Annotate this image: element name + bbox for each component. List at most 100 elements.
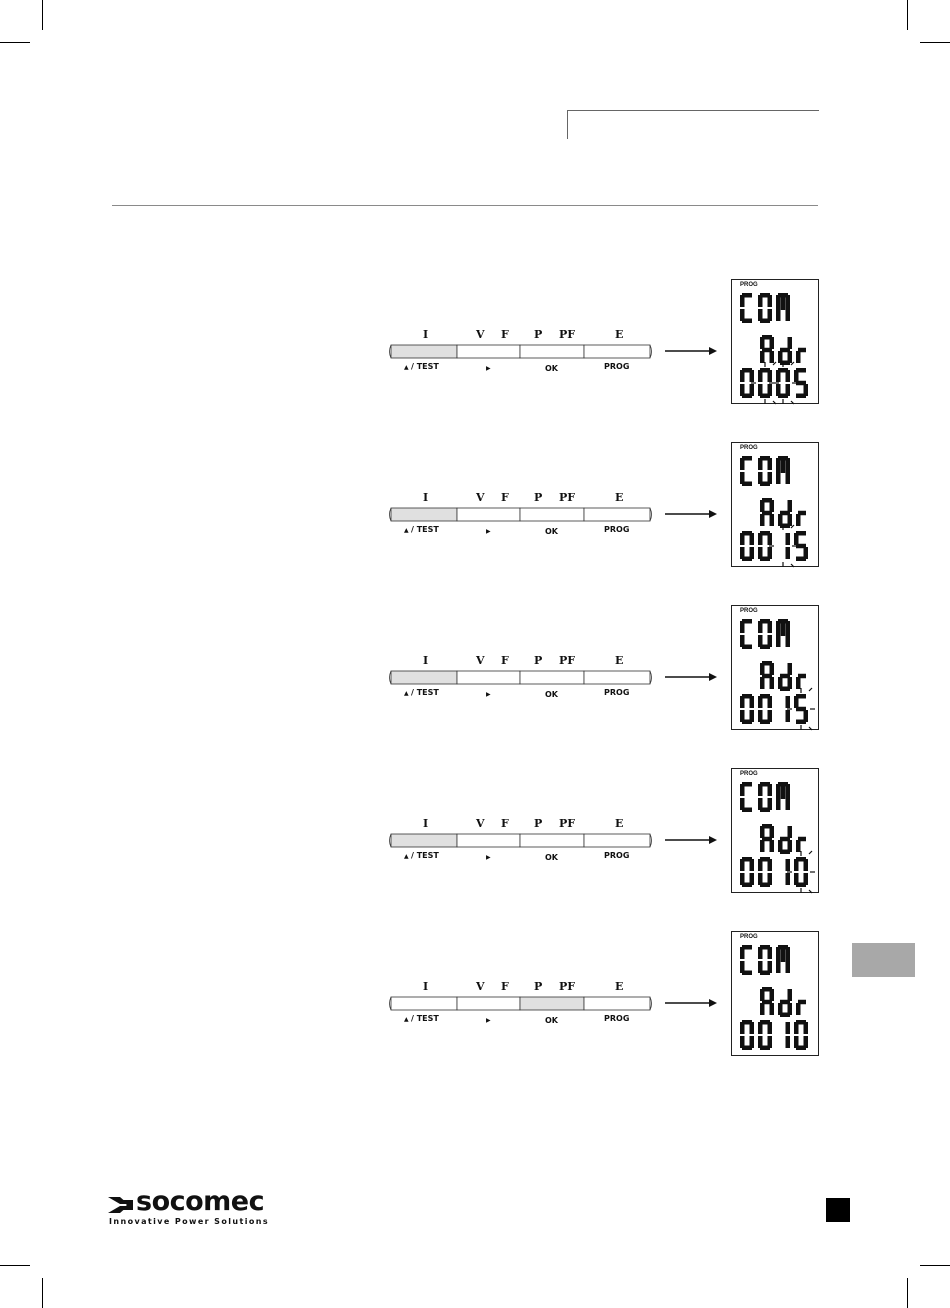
crop-mark (907, 1278, 908, 1308)
keypad-key[interactable] (391, 345, 457, 358)
triangle-right-icon: ▶ (486, 854, 491, 861)
keypad-panel: IVFPPFE▲/ TESTOKPROG▶ (388, 977, 653, 1047)
lcd-segment (770, 989, 775, 1001)
lcd-segment (786, 1036, 791, 1048)
keypad-bar (388, 996, 653, 1012)
lcd-display: PROG (731, 931, 819, 1056)
lcd-segment (796, 677, 801, 689)
lcd-segment (770, 351, 775, 363)
lcd-digits (732, 280, 820, 405)
key-top-label: I (423, 328, 428, 341)
lcd-segment (796, 514, 801, 526)
lcd-segment (760, 663, 765, 675)
keypad-key[interactable] (457, 671, 520, 684)
section-rule (112, 205, 818, 206)
lcd-segment (768, 621, 773, 633)
keypad-key[interactable] (391, 671, 457, 684)
key-top-label: V (476, 654, 485, 667)
keypad-panel: IVFPPFE▲/ TESTOKPROG▶ (388, 814, 653, 884)
lcd-segment (798, 837, 806, 842)
key-top-label: P (534, 980, 542, 993)
lcd-segment (781, 947, 786, 962)
keypad-key[interactable] (520, 671, 584, 684)
lcd-segment (768, 859, 773, 871)
lcd-segment (768, 696, 773, 708)
triangle-up-icon: ▲ (404, 853, 409, 860)
lcd-segment (750, 533, 755, 545)
lcd-segment (770, 826, 775, 838)
lcd-segment (740, 873, 745, 885)
blink-mark (809, 851, 812, 854)
lcd-segment (760, 989, 765, 1001)
lcd-segment (786, 1022, 791, 1034)
triangle-right-icon: ▶ (486, 528, 491, 535)
lcd-segment (758, 1022, 763, 1034)
lcd-segment (804, 1022, 809, 1034)
lcd-segment (794, 859, 799, 871)
lcd-segment (760, 826, 765, 838)
key-bottom-label: PROG (604, 525, 629, 534)
chapter-tab (852, 943, 915, 977)
keypad-key[interactable] (584, 997, 650, 1010)
lcd-segment (781, 458, 786, 473)
lcd-segment (762, 1000, 772, 1005)
lcd-segment (770, 677, 775, 689)
keypad-key[interactable] (584, 345, 650, 358)
lcd-segment (794, 1022, 799, 1034)
lcd-segment (758, 961, 763, 973)
key-top-label: I (423, 980, 428, 993)
keypad-key[interactable] (457, 997, 520, 1010)
lcd-segment (758, 947, 763, 959)
triangle-right-icon: ▶ (486, 365, 491, 372)
triangle-up-icon: ▲ (404, 1016, 409, 1023)
lcd-segment (770, 337, 775, 349)
triangle-right-icon: ▶ (486, 1017, 491, 1024)
key-bottom-label: OK (545, 690, 558, 699)
crop-mark (42, 1278, 43, 1308)
key-bottom-label: / TEST (411, 688, 439, 697)
keypad-key[interactable] (391, 834, 457, 847)
keypad-key[interactable] (584, 834, 650, 847)
lcd-display: PROG (731, 442, 819, 567)
triangle-up-icon: ▲ (404, 690, 409, 697)
lcd-segment (770, 500, 775, 512)
lcd-segment (804, 859, 809, 871)
key-bottom-label: OK (545, 527, 558, 536)
blink-mark (809, 688, 812, 691)
lcd-segment (740, 295, 745, 307)
keypad-key[interactable] (391, 997, 457, 1010)
keypad-key[interactable] (520, 508, 584, 521)
lcd-segment (798, 1000, 806, 1005)
lcd-segment (740, 621, 745, 633)
lcd-segment (758, 547, 763, 559)
socomec-logo-icon (108, 1194, 134, 1216)
lcd-segment (788, 826, 793, 838)
lcd-segment (740, 533, 745, 545)
keypad-key[interactable] (520, 345, 584, 358)
lcd-segment (780, 511, 790, 516)
keypad-key[interactable] (520, 834, 584, 847)
lcd-segment (776, 458, 781, 484)
arrow-right-icon (665, 509, 717, 519)
keypad-key[interactable] (457, 834, 520, 847)
lcd-segment (770, 840, 775, 852)
blink-mark (809, 890, 812, 893)
lcd-segment (786, 621, 791, 647)
keypad-bar (388, 344, 653, 360)
lcd-segment (796, 557, 806, 562)
keypad-key[interactable] (457, 508, 520, 521)
keypad-key[interactable] (391, 508, 457, 521)
keypad-key[interactable] (584, 671, 650, 684)
lcd-segment (780, 837, 790, 842)
lcd-segment (778, 514, 783, 526)
crop-mark (0, 1265, 30, 1266)
keypad-panel: IVFPPFE▲/ TESTOKPROG▶ (388, 488, 653, 558)
keypad-key[interactable] (457, 345, 520, 358)
lcd-segment (786, 533, 791, 545)
lcd-segment (750, 696, 755, 708)
lcd-display: PROG (731, 768, 819, 893)
keypad-key[interactable] (584, 508, 650, 521)
key-top-label: E (615, 817, 623, 830)
crop-mark (907, 0, 908, 30)
keypad-key[interactable] (520, 997, 584, 1010)
